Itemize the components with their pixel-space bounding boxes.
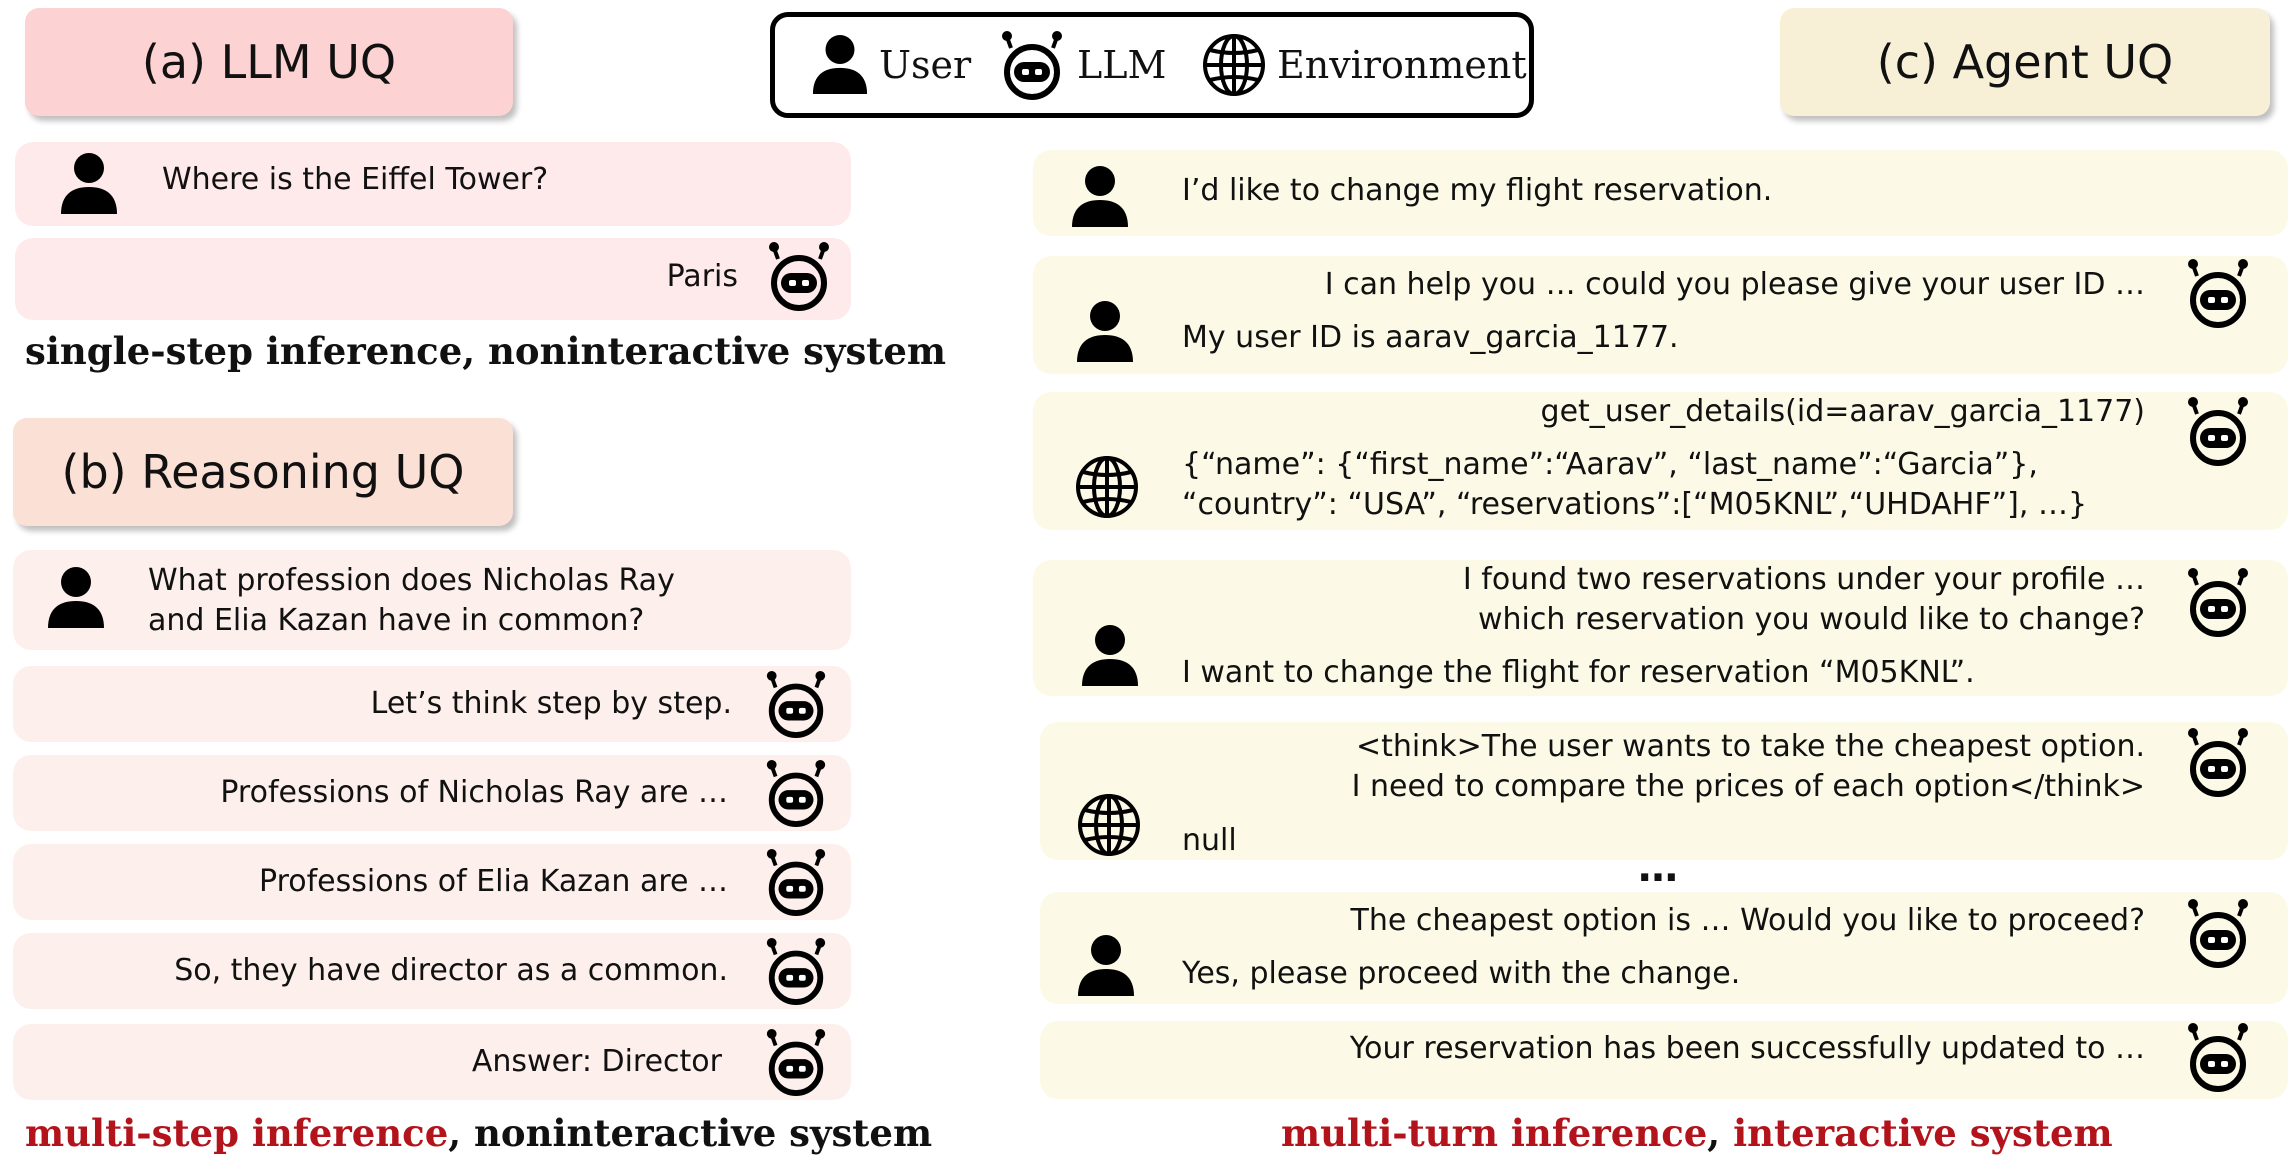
panel-c-turn-bubble: [1033, 560, 2288, 696]
panel-c-turn-bubble: [1033, 256, 2288, 374]
legend-environment-label: Environment: [1277, 43, 1527, 87]
panel-c-user-message: Yes, please proceed with the change.: [1182, 956, 1741, 991]
user-icon: [1070, 165, 1130, 229]
panel-c-caption-separator: ,: [1707, 1111, 1734, 1155]
panel-b-step-bubble: [13, 666, 851, 742]
panel-a-llm-message: Paris: [666, 259, 738, 294]
panel-b-step-bubble: [13, 844, 851, 920]
user-icon: [1075, 300, 1135, 364]
panel-c-turn-bubble: [1040, 1021, 2288, 1099]
robot-icon: [2183, 567, 2253, 637]
legend-llm-label: LLM: [1077, 43, 1167, 87]
panel-b-title: (b) Reasoning UQ: [13, 418, 513, 526]
panel-a-user-bubble: [15, 142, 851, 226]
panel-c-turn-bubble: [1033, 392, 2288, 530]
panel-b-question-line1: What profession does Nicholas Ray: [148, 563, 675, 598]
panel-c-caption-red-2: interactive system: [1733, 1111, 2113, 1155]
panel-c-title: (c) Agent UQ: [1780, 8, 2270, 116]
user-icon: [46, 566, 106, 630]
panel-c-user-message: I want to change the flight for reservat…: [1182, 655, 1975, 690]
panel-b-step-text: So, they have director as a common.: [174, 953, 728, 988]
panel-c-ellipsis: …: [1638, 845, 1678, 891]
legend-environment: Environment: [1201, 17, 1527, 113]
panel-b-step-text: Answer: Director: [471, 1044, 722, 1079]
user-icon: [811, 34, 869, 96]
panel-c-llm-message: get_user_details(id=aarav_garcia_1177): [1540, 394, 2145, 429]
panel-b-question-line2: and Elia Kazan have in common?: [148, 603, 645, 638]
panel-c-llm-message: Your reservation has been successfully u…: [1349, 1031, 2145, 1066]
robot-icon: [762, 848, 830, 916]
panel-c-env-message-line2: “country”: “USA”, “reservations”:[“M05KN…: [1182, 487, 2088, 522]
panel-b-caption-dark: noninteractive system: [474, 1111, 933, 1155]
panel-b-step-bubble: [13, 755, 851, 831]
legend-user-label: User: [879, 43, 972, 87]
panel-b-step-text: Professions of Nicholas Ray are …: [220, 775, 728, 810]
panel-c-llm-message-line1: I found two reservations under your prof…: [1462, 562, 2145, 597]
panel-b-caption-red: multi-step inference: [25, 1111, 449, 1155]
robot-icon: [762, 937, 830, 1005]
panel-a-user-message: Where is the Eiffel Tower?: [162, 162, 549, 197]
robot-icon: [762, 759, 830, 827]
robot-icon: [997, 30, 1067, 100]
user-icon: [59, 152, 119, 216]
user-icon: [1076, 934, 1136, 998]
panel-a-caption: single-step inference, noninteractive sy…: [25, 329, 947, 373]
robot-icon: [762, 1028, 830, 1096]
panel-c-llm-message-line2: I need to compare the prices of each opt…: [1351, 769, 2145, 804]
panel-c-user-message: My user ID is aarav_garcia_1177.: [1182, 320, 1679, 355]
panel-b-caption: multi-step inference, noninteractive sys…: [25, 1111, 932, 1155]
panel-c-env-message: null: [1182, 823, 1237, 858]
panel-c-turn-bubble: [1040, 722, 2288, 860]
robot-icon: [2183, 258, 2253, 328]
robot-icon: [2183, 898, 2253, 968]
robot-icon: [764, 241, 834, 311]
legend: User LLM Environment: [770, 12, 1534, 118]
robot-icon: [2183, 396, 2253, 466]
panel-c-llm-message: The cheapest option is … Would you like …: [1350, 903, 2145, 938]
robot-icon: [2183, 727, 2253, 797]
panel-b-step-text: Let’s think step by step.: [370, 686, 732, 721]
globe-icon: [1201, 32, 1267, 98]
panel-b-step-bubble: [13, 933, 851, 1009]
panel-b-caption-separator: ,: [448, 1111, 475, 1155]
globe-icon: [1076, 792, 1142, 858]
panel-a-llm-bubble: [15, 238, 851, 320]
robot-icon: [2183, 1022, 2253, 1092]
panel-c-llm-message: I can help you … could you please give y…: [1324, 267, 2145, 302]
panel-c-llm-message-line1: <think>The user wants to take the cheape…: [1356, 729, 2145, 764]
panel-c-caption: multi-turn inference, interactive system: [1281, 1111, 2113, 1155]
panel-b-question-bubble: [13, 550, 851, 650]
globe-icon: [1074, 454, 1140, 520]
panel-b-step-text: Professions of Elia Kazan are …: [259, 864, 728, 899]
panel-c-caption-red-1: multi-turn inference: [1281, 1111, 1708, 1155]
panel-c-env-message-line1: {“name”: {“first_name”:“Aarav”, “last_na…: [1182, 447, 2038, 482]
panel-c-llm-message-line2: which reservation you would like to chan…: [1477, 602, 2145, 637]
panel-c-turn-bubble: [1040, 892, 2288, 1004]
robot-icon: [762, 670, 830, 738]
legend-user: User: [811, 17, 971, 113]
panel-b-step-bubble: [13, 1024, 851, 1100]
user-icon: [1080, 624, 1140, 688]
panel-c-user-message: I’d like to change my flight reservation…: [1182, 173, 1773, 208]
panel-a-title: (a) LLM UQ: [25, 8, 513, 116]
legend-llm: LLM: [997, 17, 1166, 113]
panel-c-turn-bubble: [1033, 150, 2288, 236]
